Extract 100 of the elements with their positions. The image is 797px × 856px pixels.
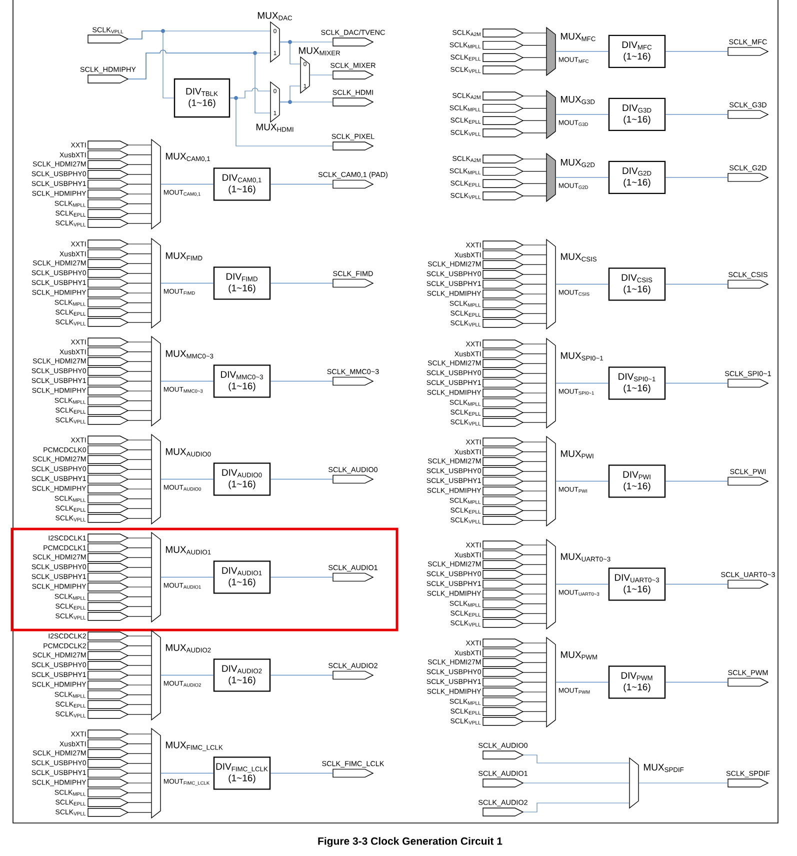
- connector-line: [555, 382, 609, 384]
- connector-line: [128, 312, 152, 313]
- connector-line: [128, 508, 152, 509]
- connector-line: [522, 412, 547, 413]
- figure-caption: Figure 3-3 Clock Generation Circuit 1: [318, 837, 502, 847]
- connector-line: [522, 171, 547, 172]
- connector-line: [128, 154, 152, 156]
- connector-line: [128, 586, 152, 588]
- connector-line: [128, 459, 152, 460]
- connector-line: [279, 42, 301, 64]
- connector-line: [665, 114, 728, 115]
- connector-line: [160, 478, 214, 480]
- connector-line: [522, 500, 547, 502]
- connector-line: [522, 802, 630, 812]
- connector-line: [522, 652, 547, 654]
- connector-line: [128, 802, 152, 803]
- connector-line: [665, 51, 728, 52]
- connector-line: [270, 380, 334, 382]
- connector-line: [230, 98, 334, 146]
- connector-line: [522, 57, 547, 58]
- connector-line: [522, 313, 547, 314]
- connector-line: [128, 273, 152, 274]
- connector-line: [555, 51, 609, 52]
- connector-line: [522, 623, 547, 624]
- connector-line: [128, 361, 152, 362]
- connector-line: [522, 662, 547, 663]
- connector-line: [128, 322, 152, 323]
- connector-line: [128, 812, 152, 813]
- connector-line: [128, 282, 152, 284]
- connector-line: [128, 772, 152, 774]
- connector-line: [128, 213, 152, 214]
- connector-line: [522, 422, 547, 423]
- connector-line: [522, 363, 547, 364]
- connector-line: [128, 596, 152, 598]
- connector-line: [522, 711, 547, 712]
- connector-line: [128, 292, 152, 294]
- connector-line: [128, 518, 152, 519]
- connector-line: [160, 674, 214, 676]
- connector-line: [128, 469, 152, 470]
- connector-line: [128, 782, 152, 784]
- connector-line: [270, 772, 334, 774]
- connector-line: [128, 655, 152, 656]
- connector-line: [522, 564, 547, 565]
- connector-line: [522, 520, 547, 521]
- connector-line: [522, 108, 547, 109]
- connector-line: [128, 400, 152, 402]
- connector-line: [522, 120, 547, 121]
- connector-line: [128, 420, 152, 421]
- connector-line: [160, 380, 214, 382]
- connector-line: [522, 132, 547, 134]
- connector-line: [522, 274, 547, 275]
- connector-line: [555, 114, 609, 115]
- connector-line: [270, 576, 334, 578]
- connector-line: [128, 144, 152, 146]
- connector-line: [128, 390, 152, 392]
- connector-line: [522, 574, 547, 575]
- connector-line: [522, 323, 547, 324]
- connector-line: [128, 302, 152, 304]
- connector-line: [522, 244, 547, 246]
- connector-line: [128, 223, 152, 224]
- connector-line: [555, 480, 609, 482]
- connector-line: [128, 478, 152, 480]
- connector-line: [665, 382, 728, 384]
- connector-line: [128, 714, 152, 715]
- connector-line: [522, 183, 547, 184]
- connector-line: [522, 510, 547, 511]
- connector-line: [128, 792, 152, 794]
- connector-line: [128, 488, 152, 490]
- connector-line: [522, 782, 630, 784]
- connector-line: [160, 282, 214, 284]
- connector-line: [128, 174, 152, 175]
- connector-line: [522, 158, 547, 160]
- connector-line: [522, 32, 547, 34]
- connector-line: [522, 471, 547, 472]
- connector-line: [270, 674, 334, 676]
- connector-line: [665, 480, 728, 482]
- connector-line: [128, 704, 152, 705]
- connector-line: [522, 461, 547, 462]
- connector-line: [522, 721, 547, 722]
- connector-line: [522, 642, 547, 644]
- connector-line: [128, 763, 152, 764]
- connector-line: [128, 665, 152, 666]
- connector-line: [160, 772, 214, 774]
- connector-line: [522, 613, 547, 614]
- connector-line: [128, 30, 174, 98]
- connector-line: [128, 50, 271, 114]
- connector-line: [270, 478, 334, 480]
- connector-line: [522, 382, 547, 384]
- connector-line: [522, 392, 547, 394]
- connector-line: [522, 45, 547, 46]
- connector-line: [128, 684, 152, 686]
- connector-line: [128, 498, 152, 500]
- connector-line: [128, 567, 152, 568]
- connector-line: [638, 782, 728, 784]
- connector-line: [128, 380, 152, 382]
- connector-line: [160, 576, 214, 578]
- connector-line: [665, 177, 728, 178]
- connector-line: [522, 480, 547, 482]
- connector-line: [522, 254, 547, 256]
- connector-line: [522, 754, 630, 764]
